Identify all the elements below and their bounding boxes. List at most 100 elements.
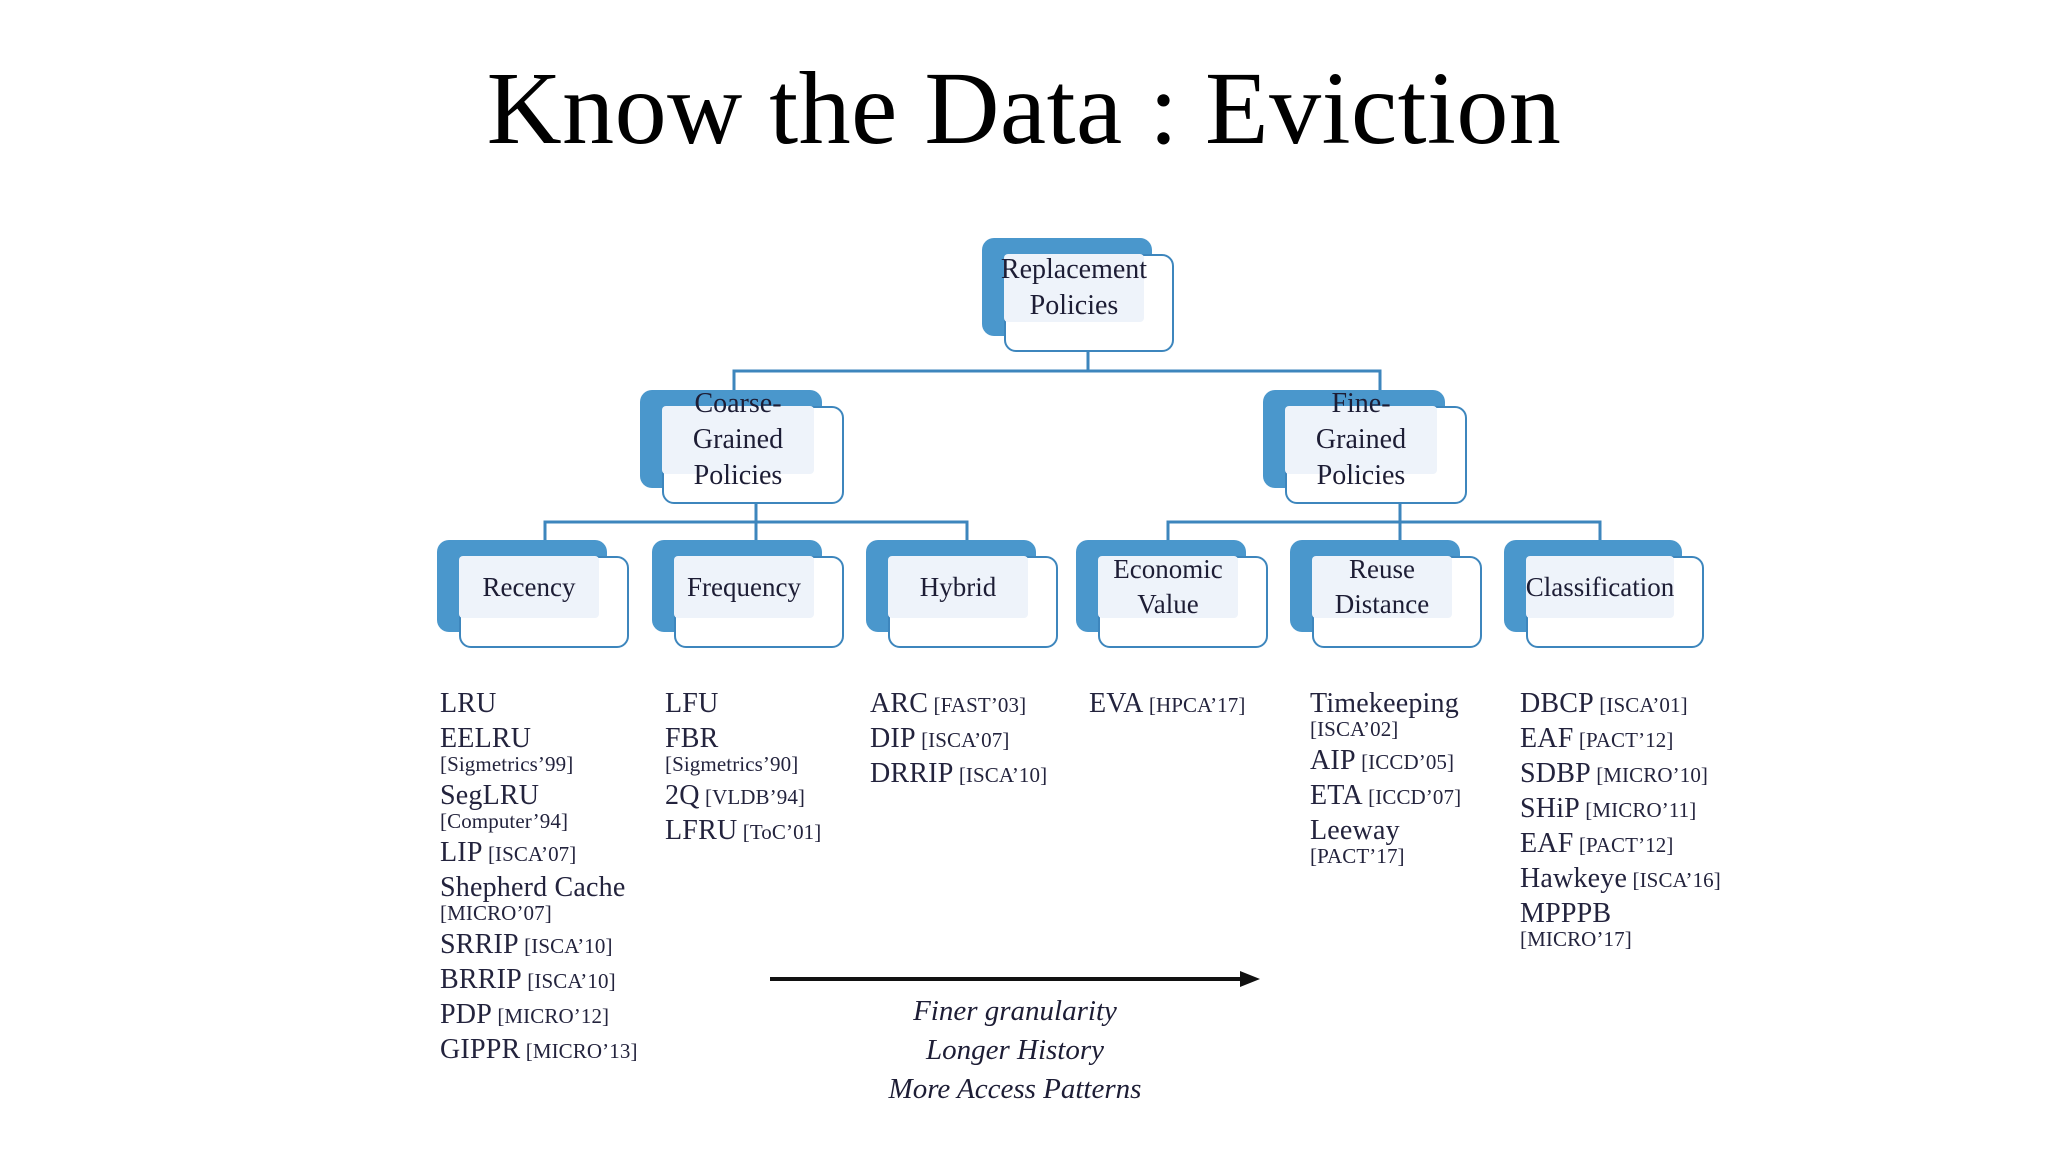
node-reuse-distance[interactable]: Reuse Distance — [1290, 540, 1482, 648]
node-inner: Coarse-Grained Policies — [662, 388, 814, 491]
policy-name: DIP — [870, 723, 916, 754]
policy-venue: [ISCA’01] — [1593, 693, 1688, 717]
policy-venue: [ISCA’02] — [1310, 717, 1399, 741]
granularity-caption-line-3: More Access Patterns — [888, 1072, 1142, 1105]
node-inner: Frequency — [674, 556, 814, 618]
policy-name: LFU — [665, 688, 719, 719]
policy-name: AIP — [1310, 745, 1356, 776]
node-inner: Economic Value — [1098, 554, 1238, 619]
finer-granularity-arrow — [770, 971, 1260, 987]
policy-venue: [Sigmetrics’99] — [440, 752, 574, 776]
policy-item: Timekeeping[ISCA’02] — [1310, 688, 1510, 742]
node-hybrid[interactable]: Hybrid — [866, 540, 1058, 648]
policy-name: SegLRU — [440, 780, 540, 811]
policy-item: EAF [PACT’12] — [1520, 828, 1740, 860]
policy-name: GIPPR — [440, 1034, 521, 1065]
policy-venue: [ISCA’10] — [521, 969, 616, 993]
policy-list-reuse-distance: Timekeeping[ISCA’02]AIP [ICCD’05]ETA [IC… — [1310, 688, 1510, 872]
granularity-caption-line-2: Longer History — [925, 1033, 1105, 1066]
policy-item: LIP [ISCA’07] — [440, 837, 655, 869]
policy-item: EAF [PACT’12] — [1520, 723, 1740, 755]
policy-venue: [VLDB’94] — [699, 785, 806, 809]
node-inner: Hybrid — [888, 556, 1028, 618]
policy-name: EAF — [1520, 723, 1574, 754]
policy-venue: [Sigmetrics’90] — [665, 752, 799, 776]
node-economic-value[interactable]: Economic Value — [1076, 540, 1268, 648]
node-label: Replacement Policies — [1000, 254, 1148, 321]
policy-venue: [ISCA’16] — [1627, 868, 1721, 892]
policy-name: EELRU — [440, 723, 532, 754]
policy-item: Shepherd Cache[MICRO’07] — [440, 872, 655, 926]
policy-name: DBCP — [1520, 688, 1594, 719]
policy-name: LIP — [440, 837, 483, 868]
node-classification[interactable]: Classification — [1504, 540, 1704, 648]
policy-name: 2Q — [665, 780, 700, 811]
node-inner: Fine-Grained Policies — [1285, 388, 1437, 491]
node-inner: Classification — [1526, 556, 1674, 618]
policy-item: DIP [ISCA’07] — [870, 723, 1070, 755]
node-label: Classification — [1525, 571, 1675, 602]
policy-name: ARC — [870, 688, 929, 719]
policy-name: PDP — [440, 999, 492, 1030]
policy-venue: [MICRO’07] — [440, 901, 552, 925]
node-replacement-policies[interactable]: Replacement Policies — [982, 238, 1174, 352]
node-recency[interactable]: Recency — [437, 540, 629, 648]
policy-name: SRRIP — [440, 929, 519, 960]
policy-name: ETA — [1310, 780, 1363, 811]
node-inner: Recency — [459, 556, 599, 618]
policy-item: MPPPB[MICRO’17] — [1520, 898, 1740, 952]
policy-name: LFRU — [665, 815, 738, 846]
policy-item: GIPPR [MICRO’13] — [440, 1034, 655, 1066]
policy-venue: [PACT’12] — [1573, 728, 1674, 752]
policy-item: BRRIP [ISCA’10] — [440, 964, 655, 996]
policy-item: PDP [MICRO’12] — [440, 999, 655, 1031]
policy-name: EVA — [1089, 688, 1144, 719]
policy-item: SHiP [MICRO’11] — [1520, 793, 1740, 825]
policy-venue: [ToC’01] — [737, 820, 822, 844]
node-fine-grained-policies[interactable]: Fine-Grained Policies — [1263, 388, 1467, 504]
policy-venue: [ICCD’05] — [1355, 750, 1455, 774]
policy-name: MPPPB — [1520, 898, 1612, 929]
policy-item: SegLRU[Computer’94] — [440, 780, 655, 834]
policy-item: Leeway[PACT’17] — [1310, 815, 1510, 869]
policy-venue: [ISCA’10] — [518, 934, 613, 958]
policy-item: EELRU[Sigmetrics’99] — [440, 723, 655, 777]
policy-name: FBR — [665, 723, 719, 754]
node-label: Hybrid — [919, 571, 997, 602]
node-frequency[interactable]: Frequency — [652, 540, 844, 648]
page-title: Know the Data : Eviction — [486, 51, 1562, 166]
policy-item: LRU — [440, 688, 655, 720]
policy-item: ETA [ICCD’07] — [1310, 780, 1510, 812]
policy-venue: [MICRO’12] — [491, 1004, 610, 1028]
policy-item: DBCP [ISCA’01] — [1520, 688, 1740, 720]
policy-venue: [PACT’17] — [1310, 844, 1405, 868]
policy-venue: [PACT’12] — [1573, 833, 1674, 857]
policy-name: EAF — [1520, 828, 1574, 859]
node-label: Economic Value — [1113, 554, 1223, 619]
policy-item: DRRIP [ISCA’10] — [870, 758, 1070, 790]
node-inner: Replacement Policies — [1001, 254, 1147, 322]
policy-item: Hawkeye [ISCA’16] — [1520, 863, 1740, 895]
policy-list-hybrid: ARC [FAST’03]DIP [ISCA’07]DRRIP [ISCA’10… — [870, 688, 1070, 793]
policy-name: Timekeeping — [1310, 688, 1459, 719]
node-coarse-grained-policies[interactable]: Coarse-Grained Policies — [640, 388, 844, 504]
policy-name: Shepherd Cache — [440, 872, 626, 903]
policy-venue: [MICRO’11] — [1579, 798, 1697, 822]
policy-item: FBR[Sigmetrics’90] — [665, 723, 870, 777]
policy-list-economic-value: EVA [HPCA’17] — [1089, 688, 1269, 723]
policy-item: LFRU [ToC’01] — [665, 815, 870, 847]
policy-venue: [ISCA’07] — [482, 842, 577, 866]
node-label: Frequency — [687, 571, 801, 602]
policy-item: ARC [FAST’03] — [870, 688, 1070, 720]
policy-venue: [ICCD’07] — [1362, 785, 1462, 809]
policy-name: LRU — [440, 688, 497, 719]
policy-venue: [Computer’94] — [440, 809, 569, 833]
policy-item: AIP [ICCD’05] — [1310, 745, 1510, 777]
granularity-caption-line-1: Finer granularity — [913, 995, 1117, 1027]
granularity-caption: Finer granularity Longer History More Ac… — [700, 992, 1330, 1109]
policy-item: SRRIP [ISCA’10] — [440, 929, 655, 961]
policy-list-classification: DBCP [ISCA’01]EAF [PACT’12]SDBP [MICRO’1… — [1520, 688, 1740, 955]
policy-venue: [HPCA’17] — [1143, 693, 1246, 717]
